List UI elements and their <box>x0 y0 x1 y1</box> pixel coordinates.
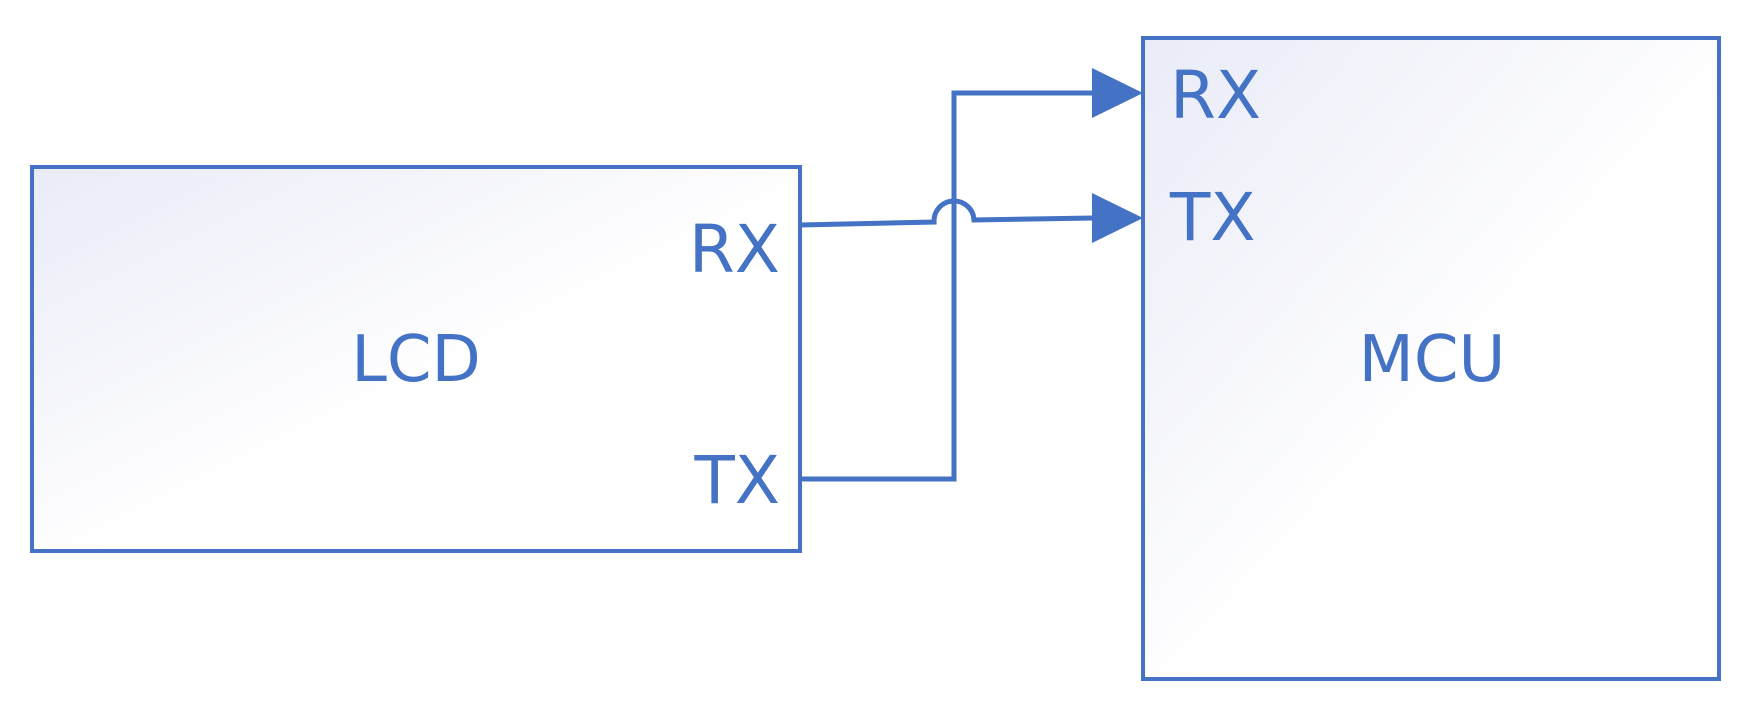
lcd-box <box>30 165 802 553</box>
wire-lcd-rx-to-mcu-tx <box>799 193 1143 243</box>
mcu-block: MCU RX TX <box>1141 36 1721 681</box>
lcd-tx-pin-label: TX <box>693 442 780 519</box>
wire-path <box>800 90 1094 482</box>
lcd-block: LCD RX TX <box>30 165 802 553</box>
mcu-label: MCU <box>1359 323 1506 397</box>
lcd-label: LCD <box>351 323 481 397</box>
mcu-tx-pin-label: TX <box>1169 179 1256 256</box>
arrowhead-icon <box>1092 193 1143 243</box>
lcd-rx-pin-label: RX <box>689 211 780 288</box>
wire-lcd-tx-to-mcu-rx <box>800 68 1143 482</box>
mcu-rx-pin-label: RX <box>1170 57 1261 134</box>
wire-path <box>799 198 1095 228</box>
arrowhead-icon <box>1092 68 1143 118</box>
mcu-box <box>1141 36 1721 681</box>
